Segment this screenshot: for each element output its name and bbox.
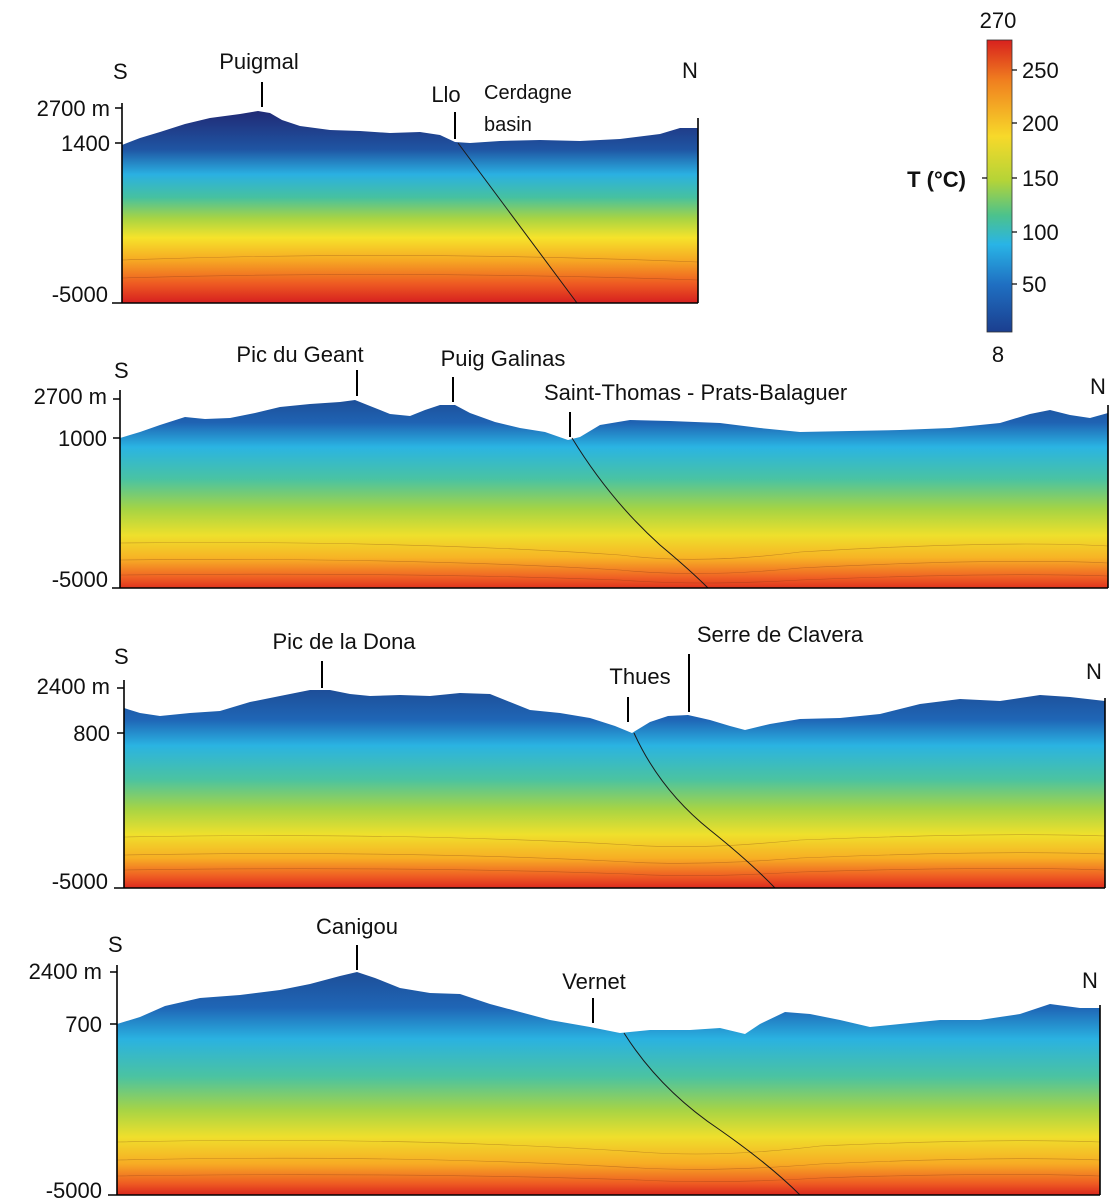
depth-bottom-label: -5000 xyxy=(52,869,108,894)
section-3-profile xyxy=(124,690,1105,888)
place-label: Vernet xyxy=(562,969,626,994)
place-label: Saint-Thomas - Prats-Balaguer xyxy=(544,380,847,405)
depth-bottom-label: -5000 xyxy=(52,282,108,307)
depth-surface-label: 1000 xyxy=(58,426,107,451)
place-label: Cerdagne xyxy=(484,82,572,104)
depth-bottom-label: -5000 xyxy=(46,1178,102,1200)
section-1: S N 2700 m 1400 -5000 Puigmal Llo Cerdag… xyxy=(37,49,699,307)
depth-top-label: 2700 m xyxy=(34,384,107,409)
depth-surface-label: 1400 xyxy=(61,131,110,156)
north-label: N xyxy=(682,58,698,83)
fault-line xyxy=(571,437,709,589)
section-4: S N 2400 m 700 -5000 Canigou Vernet xyxy=(29,914,1101,1200)
fault-line xyxy=(623,1032,801,1196)
depth-top-label: 2400 m xyxy=(37,674,110,699)
section-4-profile xyxy=(117,972,1100,1195)
depth-top-label: 2400 m xyxy=(29,959,102,984)
place-label: Pic de la Dona xyxy=(272,629,416,654)
place-label: Serre de Clavera xyxy=(697,622,864,647)
colorbar-gradient xyxy=(986,39,1013,333)
place-label: basin xyxy=(484,114,532,136)
section-2: S N 2700 m 1000 -5000 Pic du Geant Puig … xyxy=(34,342,1109,592)
colorbar-tick-label: 250 xyxy=(1022,58,1059,83)
colorbar-tick-label: 50 xyxy=(1022,272,1046,297)
place-label: Pic du Geant xyxy=(236,342,363,367)
colorbar-title: T (°C) xyxy=(907,167,966,192)
north-label: N xyxy=(1086,659,1102,684)
place-label: Thues xyxy=(609,664,670,689)
fault-line xyxy=(633,732,776,889)
section-3: S N 2400 m 800 -5000 Pic de la Dona Serr… xyxy=(37,622,1106,894)
section-2-profile xyxy=(120,400,1108,588)
south-label: S xyxy=(114,358,129,383)
colorbar-min-label: 8 xyxy=(992,342,1004,367)
colorbar-tick-label: 200 xyxy=(1022,111,1059,136)
place-label: Puig Galinas xyxy=(441,346,566,371)
north-label: N xyxy=(1090,374,1106,399)
north-label: N xyxy=(1082,968,1098,993)
depth-top-label: 2700 m xyxy=(37,96,110,121)
place-label: Canigou xyxy=(316,914,398,939)
place-label: Llo xyxy=(431,82,460,107)
south-label: S xyxy=(114,644,129,669)
fault-line xyxy=(457,142,578,304)
colorbar-tick-label: 100 xyxy=(1022,220,1059,245)
colorbar-tick-label: 150 xyxy=(1022,166,1059,191)
south-label: S xyxy=(113,59,128,84)
depth-surface-label: 800 xyxy=(73,721,110,746)
colorbar-max-label: 270 xyxy=(980,8,1017,33)
place-label: Puigmal xyxy=(219,49,298,74)
temperature-colorbar: 270 8 T (°C) 250 200 150 100 50 xyxy=(907,8,1059,367)
depth-surface-label: 700 xyxy=(65,1012,102,1037)
south-label: S xyxy=(108,932,123,957)
section-1-profile xyxy=(122,111,698,303)
depth-bottom-label: -5000 xyxy=(52,567,108,592)
